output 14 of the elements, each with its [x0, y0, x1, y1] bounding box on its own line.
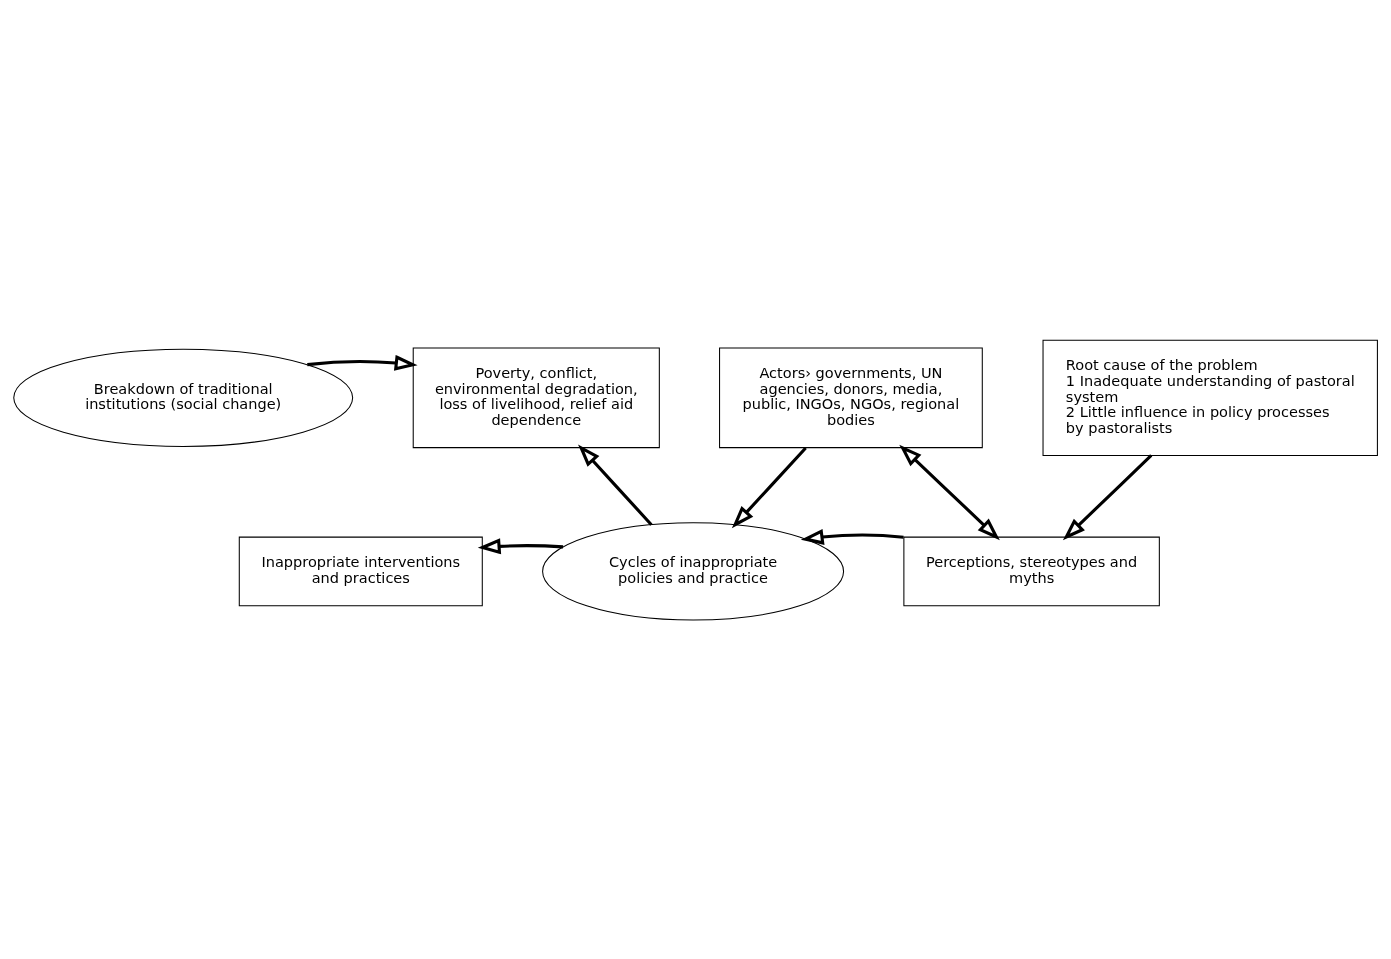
arrow: [578, 444, 653, 526]
node-ellipse: Cycles of inappropriate policies and practice: [542, 521, 845, 621]
arrow: [307, 354, 418, 371]
arrow: [800, 528, 904, 545]
arrow: [1062, 453, 1153, 540]
node-box: Actors› governments, UN agencies, donors, media, public, INGOs, NGOs, regional bodies: [719, 346, 983, 448]
node-box: Inappropriate interventions and practices: [238, 536, 483, 606]
node-box: Poverty, conflict, environmental degradation, loss of livelihood, relief aid dependence: [412, 346, 660, 448]
node-box: Root cause of the problem 1 Inadequate understanding of pastoral system 2 Little influence in policy processes by pastoralists: [1042, 339, 1378, 456]
arrow: [477, 537, 564, 554]
arrow: [899, 444, 1000, 540]
node-box: Perceptions, stereotypes and myths: [903, 536, 1160, 606]
arrow: [731, 446, 807, 528]
node-ellipse: Breakdown of traditional institutions (social change): [13, 348, 354, 447]
